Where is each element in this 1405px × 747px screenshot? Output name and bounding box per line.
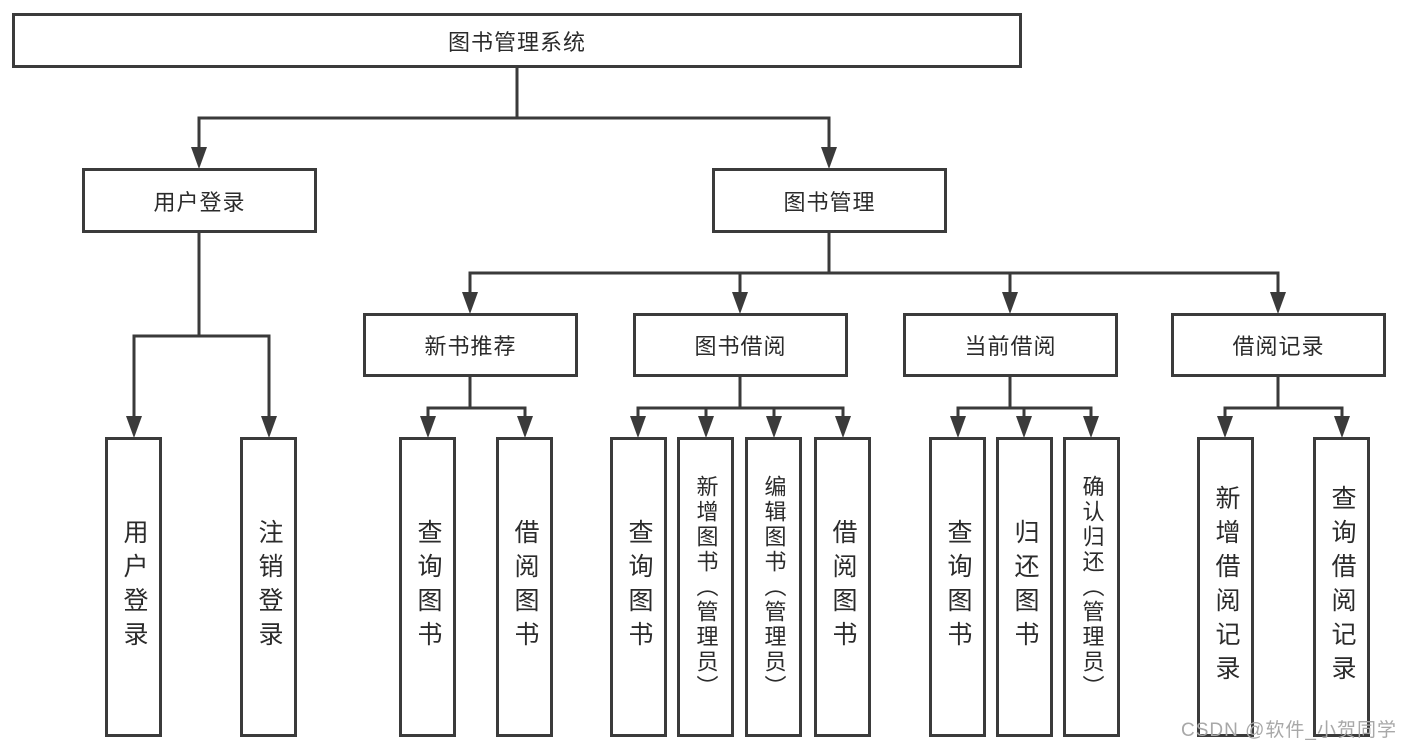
node-library-system-label: 图书管理系统 (447, 29, 586, 55)
leaf-query-books-current: 查询图书 (929, 437, 986, 737)
leaf-confirm-return-admin: 确认归还（管理员） (1063, 437, 1120, 737)
leaf-return-books: 归还图书 (996, 437, 1053, 737)
arrowheads (126, 147, 1350, 438)
csdn-watermark: CSDN @软件_小贺同学 (1181, 720, 1397, 741)
leaf-user-login: 用户登录 (105, 437, 162, 737)
node-library-system: 图书管理系统 (12, 13, 1022, 68)
node-new-book-recommend-label: 新书推荐 (424, 334, 517, 359)
node-new-book-recommend: 新书推荐 (363, 313, 578, 377)
node-borrowing-records: 借阅记录 (1171, 313, 1386, 377)
node-book-management-label: 图书管理 (783, 189, 876, 215)
node-book-borrowing-label: 图书借阅 (694, 334, 787, 359)
node-book-management: 图书管理 (712, 168, 947, 233)
leaf-query-borrow-record: 查询借阅记录 (1313, 437, 1370, 737)
node-user-login: 用户登录 (82, 168, 317, 233)
leaf-logout: 注销登录 (240, 437, 297, 737)
leaf-edit-books-admin: 编辑图书（管理员） (745, 437, 802, 737)
node-user-login-label: 用户登录 (153, 189, 246, 215)
leaf-add-books-admin: 新增图书（管理员） (677, 437, 734, 737)
leaf-borrow-books-recommend: 借阅图书 (496, 437, 553, 737)
node-book-borrowing: 图书借阅 (633, 313, 848, 377)
leaf-add-borrow-record: 新增借阅记录 (1197, 437, 1254, 737)
node-current-borrowing: 当前借阅 (903, 313, 1118, 377)
leaf-query-books-borrow: 查询图书 (610, 437, 667, 737)
leaf-borrow-books: 借阅图书 (814, 437, 871, 737)
leaf-query-books-recommend: 查询图书 (399, 437, 456, 737)
node-borrowing-records-label: 借阅记录 (1232, 334, 1325, 359)
node-current-borrowing-label: 当前借阅 (964, 334, 1057, 359)
